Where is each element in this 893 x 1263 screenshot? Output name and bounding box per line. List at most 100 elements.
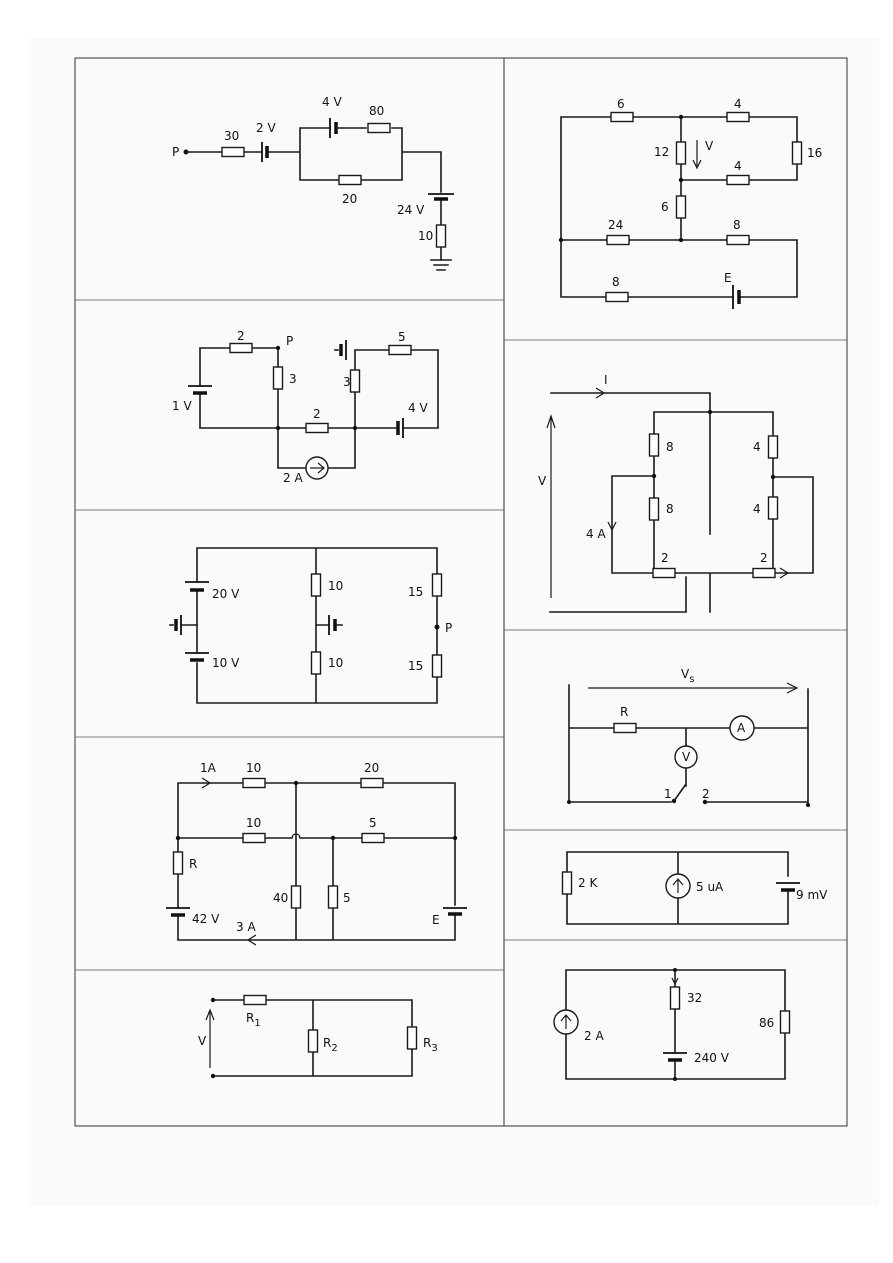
r4a-label: 4 bbox=[753, 440, 761, 454]
r8a-label: 8 bbox=[666, 440, 674, 454]
current-arrow-icon bbox=[607, 521, 617, 532]
node-p-label: P bbox=[286, 334, 293, 348]
r32-label: 32 bbox=[687, 991, 702, 1005]
voltage-arrow-icon bbox=[692, 140, 702, 170]
r10a-label: 10 bbox=[328, 579, 343, 593]
circuit-panel-1: P 30 2 V 4 V 80 20 24 V 10 bbox=[172, 95, 454, 271]
r20-label: 20 bbox=[364, 761, 379, 775]
r2b-label: 2 bbox=[760, 551, 768, 565]
r24-label: 24 bbox=[608, 218, 623, 232]
r3b-label: 3 bbox=[343, 375, 351, 389]
r86-label: 86 bbox=[759, 1016, 774, 1030]
r12-label: 12 bbox=[654, 145, 669, 159]
r5b-label: 5 bbox=[343, 891, 351, 905]
cs-label: 5 uA bbox=[696, 880, 724, 894]
circuit-panel-5: V R1 R2 R3 bbox=[198, 994, 438, 1079]
resistor-80 bbox=[367, 122, 391, 134]
circuit-panel-6: 6 4 12 V 16 4 6 24 8 8 E bbox=[558, 97, 822, 309]
switch-2-label: 2 bbox=[702, 787, 710, 801]
r80-label: 80 bbox=[369, 104, 384, 118]
cs-label: 2 A bbox=[584, 1029, 604, 1043]
v9-label: 9 mV bbox=[796, 888, 828, 902]
voltage-arrow-icon bbox=[205, 1008, 215, 1068]
voltage-arrow-icon bbox=[546, 414, 556, 598]
r4b-label: 4 bbox=[734, 159, 742, 173]
v-label: V bbox=[538, 474, 547, 488]
current-arrow-icon bbox=[779, 567, 790, 579]
current-source-icon bbox=[665, 873, 691, 899]
rR-label: R bbox=[620, 705, 628, 719]
resistor-10 bbox=[435, 224, 447, 248]
rR-label: R bbox=[189, 857, 197, 871]
r4b-label: 4 bbox=[753, 502, 761, 516]
r6b-label: 6 bbox=[661, 200, 669, 214]
r3-label: R3 bbox=[423, 1036, 438, 1054]
v2-label: 2 V bbox=[256, 121, 276, 135]
r8a-label: 8 bbox=[733, 218, 741, 232]
r20-label: 20 bbox=[342, 192, 357, 206]
i1-label: 1A bbox=[200, 761, 217, 775]
v10-label: 10 V bbox=[212, 656, 240, 670]
r10b-label: 10 bbox=[328, 656, 343, 670]
circuit-panel-9: 2 K 5 uA 9 mV bbox=[561, 851, 828, 925]
circuit-panel-7: I V 8 4 8 4 4 A 2 2 bbox=[538, 373, 814, 613]
cs-label: 2 A bbox=[283, 471, 303, 485]
r30-label: 30 bbox=[224, 129, 239, 143]
v-label: V bbox=[705, 139, 714, 153]
r15a-label: 15 bbox=[408, 585, 423, 599]
r2a-label: 2 bbox=[237, 329, 245, 343]
r10a-label: 10 bbox=[246, 761, 261, 775]
page-background bbox=[29, 38, 879, 1206]
circuit-panel-8: A V Vs R 1 2 bbox=[567, 667, 810, 807]
current-arrow-icon bbox=[595, 387, 606, 399]
v24-label: 24 V bbox=[397, 203, 425, 217]
r10b-label: 10 bbox=[246, 816, 261, 830]
i3-label: 3 A bbox=[236, 920, 256, 934]
r4a-label: 4 bbox=[734, 97, 742, 111]
switch-1-label: 1 bbox=[664, 787, 672, 801]
r8b-label: 8 bbox=[612, 275, 620, 289]
svg-text:A: A bbox=[737, 721, 746, 735]
v1-label: 1 V bbox=[172, 399, 192, 413]
v-label: V bbox=[198, 1034, 207, 1048]
r2k-label: 2 K bbox=[578, 876, 598, 890]
i-label: I bbox=[604, 373, 608, 387]
panel-grid bbox=[74, 57, 848, 1127]
r2-label: R2 bbox=[323, 1036, 338, 1054]
v240-label: 240 V bbox=[694, 1051, 730, 1065]
vs-label: Vs bbox=[681, 667, 694, 685]
vE-label: E bbox=[724, 271, 732, 285]
r3a-label: 3 bbox=[289, 372, 297, 386]
current-arrow-icon bbox=[201, 777, 212, 789]
current-arrow-icon bbox=[246, 934, 257, 946]
r2b-label: 2 bbox=[313, 407, 321, 421]
voltmeter-icon: V bbox=[674, 745, 698, 769]
r6a-label: 6 bbox=[617, 97, 625, 111]
current-source-icon bbox=[305, 456, 329, 480]
circuit-panel-10: 2 A 32 86 240 V bbox=[553, 968, 791, 1081]
ammeter-icon: A bbox=[729, 715, 755, 741]
r8b-label: 8 bbox=[666, 502, 674, 516]
node-p-label: P bbox=[172, 145, 179, 159]
resistor-30 bbox=[221, 146, 245, 158]
voltage-arrow-icon bbox=[588, 682, 799, 694]
v4-label: 4 V bbox=[322, 95, 342, 109]
r15b-label: 15 bbox=[408, 659, 423, 673]
r5-label: 5 bbox=[398, 330, 406, 344]
current-source-icon bbox=[553, 1009, 579, 1035]
svg-text:V: V bbox=[682, 750, 691, 764]
r5a-label: 5 bbox=[369, 816, 377, 830]
r1-label: R1 bbox=[246, 1011, 261, 1029]
v20-label: 20 V bbox=[212, 587, 240, 601]
r40-label: 40 bbox=[273, 891, 288, 905]
ground-icon bbox=[430, 259, 452, 271]
i4-label: 4 A bbox=[586, 527, 606, 541]
circuit-panel-2: 2 P 3 1 V 3 5 2 4 V 2 A bbox=[172, 329, 439, 485]
circuit-panel-4: 1A 10 20 10 5 R 40 5 42 V 3 A E bbox=[166, 761, 467, 946]
v4-label: 4 V bbox=[408, 401, 428, 415]
r10-label: 10 bbox=[418, 229, 433, 243]
r2a-label: 2 bbox=[661, 551, 669, 565]
node-p-label: P bbox=[445, 621, 452, 635]
vE-label: E bbox=[432, 913, 440, 927]
